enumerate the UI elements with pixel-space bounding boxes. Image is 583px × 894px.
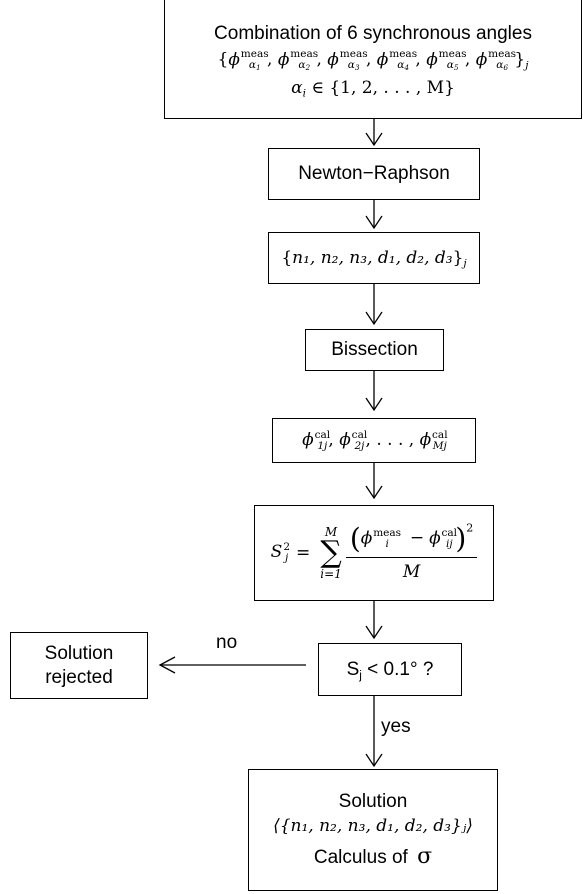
decision-condition: Sj < 0.1° ?	[347, 659, 434, 681]
parameters-box: {n₁, n₂, n₃, d₁, d₂, d₃}j	[268, 232, 480, 284]
arrowhead-newton-to-params	[365, 215, 383, 230]
calculus-prefix: Calculus of	[313, 847, 408, 868]
calculus-line: Calculus of σ	[314, 844, 432, 869]
numerator-meas-sup: meas	[373, 526, 402, 539]
formula-lhs-sup: 2	[283, 541, 291, 554]
rejected-box: Solution rejected	[10, 632, 148, 699]
summation: M ∑ i=1	[320, 526, 342, 580]
numerator-cal-sup: cal	[441, 526, 458, 539]
alpha-index: i	[302, 87, 306, 100]
rejected-line2: rejected	[45, 666, 113, 688]
numerator-meas-sub: i	[385, 537, 389, 550]
rejected-line1: Solution	[44, 642, 114, 664]
sum-lower: i=1	[320, 567, 342, 581]
alpha-domain: αi ∈ {1, 2, . . . , M}	[291, 77, 455, 100]
sum-upper: M	[324, 525, 338, 539]
arrowhead-start-to-newton	[365, 132, 383, 147]
solution-set: ⟨{n₁, n₂, n₃, d₁, d₂, d₃}ⱼ⟩	[273, 816, 473, 836]
parameters-index: j	[463, 257, 467, 270]
arrowhead-decision-to-solution	[365, 753, 383, 768]
numerator-cal-sub: ij	[445, 537, 453, 550]
start-title: Combination of 6 synchronous angles	[214, 23, 532, 45]
parameters-set: {n₁, n₂, n₃, d₁, d₂, d₃}j	[281, 248, 467, 270]
edge-label-no: no	[216, 632, 238, 653]
decision-box: Sj < 0.1° ?	[318, 643, 462, 696]
decision-prefix: S	[346, 658, 360, 680]
arrowhead-formula-to-decision	[365, 625, 383, 640]
calc-ellipsis: . . . ,	[376, 430, 420, 450]
edge-label-yes: yes	[381, 716, 411, 737]
alpha-symbol: α	[291, 77, 303, 98]
decision-sub: j	[359, 668, 362, 682]
bisection-label: Bissection	[331, 339, 418, 360]
domain-rhs: ∈ {1, 2, . . . , M}	[311, 77, 455, 98]
equals-sign: =	[296, 543, 311, 563]
formula-denominator: M	[402, 561, 421, 582]
arrowhead-bisection-to-calc	[365, 397, 383, 412]
decision-suffix: < 0.1° ?	[361, 658, 434, 680]
sigma-sum-symbol: ∑	[320, 535, 342, 570]
formula-lhs-var: S	[270, 542, 283, 563]
set-index-j: j	[525, 59, 529, 72]
arrowhead-decision-to-rejected	[158, 656, 176, 674]
sigma-symbol: σ	[417, 844, 433, 869]
formula-lhs-sub: j	[285, 552, 289, 564]
arrowhead-params-to-bisection	[365, 311, 383, 326]
arrow-group	[158, 119, 383, 768]
solution-box: Solution ⟨{n₁, n₂, n₃, d₁, d₂, d₃}ⱼ⟩ Cal…	[248, 769, 498, 891]
arrowhead-calc-to-formula	[365, 485, 383, 500]
parameters-variables: n₁, n₂, n₃, d₁, d₂, d₃	[292, 248, 453, 268]
numerator-power: 2	[466, 520, 474, 534]
newton-raphson-label: Newton−Raphson	[298, 163, 450, 184]
bisection-box: Bissection	[305, 329, 444, 371]
solution-title: Solution	[338, 791, 408, 812]
newton-raphson-box: Newton−Raphson	[268, 148, 480, 200]
